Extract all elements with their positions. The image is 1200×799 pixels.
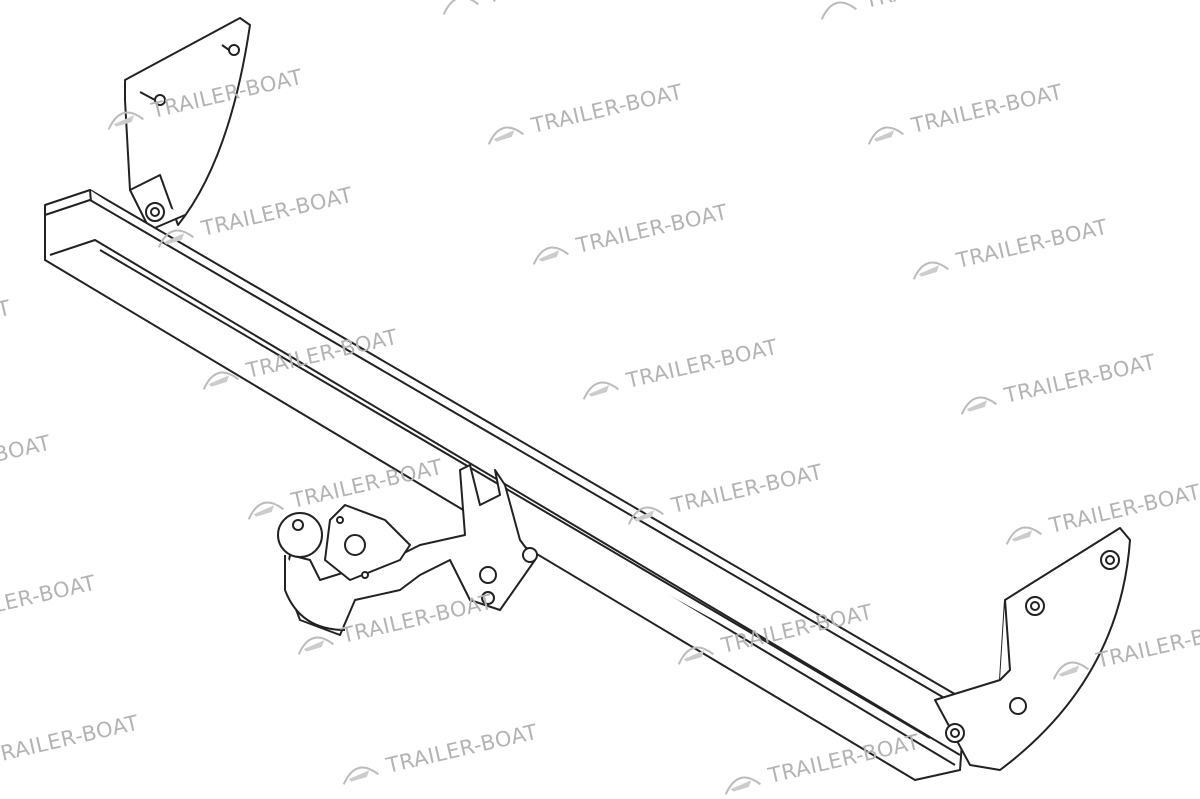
boat-logo-icon <box>202 371 239 390</box>
watermark: TRAILER-BOAT <box>907 215 1110 284</box>
boat-logo-icon <box>1052 661 1089 680</box>
watermark: TRAILER-BOAT <box>337 720 540 789</box>
boat-logo-icon <box>912 261 949 280</box>
watermark: TRAILER-BOAT <box>955 350 1158 419</box>
boat-logo-icon <box>157 229 194 248</box>
watermark: TRAILER-BOAT <box>815 0 1018 24</box>
boat-logo-icon <box>677 646 714 665</box>
watermark: TRAILER-BOAT <box>719 730 922 799</box>
watermark: TRAILER-BOAT <box>482 80 685 149</box>
watermark: TRAILER-BOAT <box>437 0 640 19</box>
boat-logo-icon <box>487 126 524 145</box>
watermark: TRAILER-BOAT <box>527 200 730 269</box>
watermark: TRAILER-BOAT <box>862 80 1065 149</box>
boat-logo-icon <box>297 636 334 655</box>
watermark: TRAILER-BOAT <box>672 600 875 669</box>
watermark: TRAILER-BOAT <box>1000 480 1200 549</box>
watermark: TRAILER-BOAT <box>622 460 825 529</box>
boat-logo-icon <box>627 506 664 525</box>
right-mounting-bracket <box>934 527 1131 771</box>
boat-logo-icon <box>442 0 479 15</box>
watermark: TRAILER-BOAT <box>1047 615 1200 684</box>
tow-ball-assembly <box>277 464 538 636</box>
watermark: TRAILER-BOAT <box>152 183 355 252</box>
boat-logo-icon <box>1005 526 1042 545</box>
watermark: TRAILER-BOAT <box>197 325 400 394</box>
boat-logo-icon <box>532 246 569 265</box>
boat-logo-icon <box>867 126 904 145</box>
watermark: TRAILER-BOAT <box>292 590 495 659</box>
boat-logo-icon <box>724 776 761 795</box>
boat-logo-icon <box>247 501 284 520</box>
watermark: TRAILER-BOAT <box>102 65 305 134</box>
boat-logo-icon <box>820 1 857 20</box>
boat-logo-icon <box>342 766 379 785</box>
boat-logo-icon <box>960 396 997 415</box>
watermark: TRAILER-BOAT <box>577 335 780 404</box>
watermark: TRAILER-BOAT <box>242 455 445 524</box>
boat-logo-icon <box>582 381 619 400</box>
boat-logo-icon <box>107 111 144 130</box>
